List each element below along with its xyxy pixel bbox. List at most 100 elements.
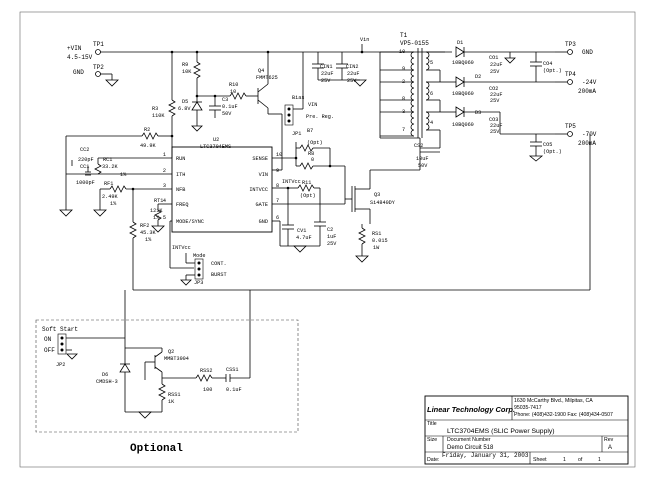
svg-text:of: of [578,457,583,463]
svg-text:(Opt.): (Opt.) [543,149,562,155]
svg-text:TP4: TP4 [565,71,576,78]
svg-text:1%: 1% [145,237,152,243]
svg-text:T1: T1 [400,32,408,39]
svg-text:Si4840DY: Si4840DY [370,200,396,206]
svg-text:0: 0 [311,157,314,163]
svg-text:RS1: RS1 [372,231,381,237]
svg-text:10: 10 [399,49,405,55]
gnd-input-label: GND [73,69,84,76]
svg-text:CO3: CO3 [489,117,498,123]
vin-range-label: 4.5-15V [67,54,93,61]
d2-diode: D2 10BQ060 [440,74,555,97]
svg-text:9: 9 [402,66,405,72]
svg-text:CIN1: CIN1 [320,64,332,70]
svg-text:2.49K: 2.49K [102,194,118,200]
optional-region [35,319,299,433]
drawing-title: LTC3704EMS (SLIC Power Supply) [447,428,555,435]
svg-text:4: 4 [430,120,433,126]
svg-text:CS2: CS2 [414,143,423,149]
svg-text:22uF: 22uF [321,71,333,77]
q3-mosfet: Q3 Si4840DY [344,166,420,224]
svg-text:(Opt): (Opt) [307,140,323,146]
ground-symbol [93,209,107,217]
svg-text:OFF: OFF [44,347,55,354]
ic-pin-number: 6 [276,215,279,221]
r3-resistor: R3 110K [152,50,176,158]
svg-text:25V: 25V [490,69,500,75]
company-name: Linear Technology Corp. [427,405,515,414]
svg-text:25V: 25V [327,241,337,247]
tp1-terminal [95,49,101,55]
co5-capacitor: CO5 (Opt.) [528,134,562,162]
svg-text:Document Number: Document Number [447,437,491,443]
document-number: Demo Circuit 518 [447,445,494,451]
svg-text:22uF: 22uF [490,62,502,68]
svg-text:0.1uF: 0.1uF [226,387,242,393]
svg-text:CIN2: CIN2 [346,64,358,70]
svg-text:CONT.: CONT. [211,261,227,267]
ground-symbol [105,79,119,87]
svg-text:CV1: CV1 [297,228,306,234]
svg-text:10BQ060: 10BQ060 [452,122,474,128]
svg-text:10K: 10K [182,69,192,75]
svg-text:JP1: JP1 [292,131,301,137]
svg-text:RC1: RC1 [103,157,112,163]
svg-text:Vin: Vin [360,37,369,43]
svg-text:Rev: Rev [604,437,614,443]
svg-text:25V: 25V [490,98,500,104]
svg-text:8: 8 [402,96,405,102]
ic-pin-label: GND [259,219,268,225]
svg-text:10: 10 [230,89,236,95]
svg-text:10BQ060: 10BQ060 [452,91,474,97]
svg-text:33.2K: 33.2K [102,164,118,170]
svg-text:1K: 1K [168,399,175,405]
svg-text:CO2: CO2 [489,86,498,92]
svg-text:1W: 1W [373,245,380,251]
svg-text:MMBT3904: MMBT3904 [164,356,189,362]
co1-capacitor: CO1 22uF 25V [489,52,516,75]
svg-text:100: 100 [203,387,212,393]
svg-text:22uF: 22uF [490,123,502,129]
svg-text:200mA: 200mA [578,140,596,147]
svg-text:D6: D6 [102,372,108,378]
q4-transistor: Q4 FMMT625 [256,50,282,115]
svg-text:D5: D5 [182,99,188,105]
svg-text:5: 5 [430,60,433,66]
intvcc-network: INTVcc R11 (Opt) CV1 4.7uF C2 1uF 25V [272,179,345,253]
svg-text:A: A [608,445,612,451]
svg-text:JP2: JP2 [56,362,65,368]
svg-text:R2: R2 [144,127,150,133]
svg-text:Q3: Q3 [374,192,380,198]
svg-text:R9: R9 [182,62,188,68]
ic-pin-number: 9 [276,168,279,174]
jp1-jumper: Bias VIN Pre. Reg. JP1 [272,52,334,171]
svg-text:CO1: CO1 [489,55,498,61]
svg-text:R3: R3 [152,106,158,112]
svg-text:CO4: CO4 [543,61,552,67]
svg-text:110K: 110K [152,113,165,119]
d3-diode: D3 10BQ060 [440,106,500,128]
ic-pin-number: 8 [276,183,279,189]
ground-symbol [151,225,165,233]
co2-capacitor: CO2 22uF 25V [489,86,502,104]
svg-text:TP5: TP5 [565,123,576,130]
svg-text:D2: D2 [475,74,481,80]
svg-text:RSS2: RSS2 [200,368,212,374]
optional-title: Optional [130,443,183,455]
svg-text:Date:: Date: [427,457,439,463]
ground-symbol [66,353,78,360]
svg-text:4.7uF: 4.7uF [296,235,312,241]
tp2-label: TP2 [93,64,104,71]
svg-text:1: 1 [563,457,566,463]
co4-capacitor: CO4 (Opt.) [530,52,562,82]
svg-text:3: 3 [402,109,405,115]
tp1-label: TP1 [93,41,104,48]
ic-pins: RUN1ITH2NFB3FREQ4MODE/SYNC5SENSE10VIN9IN… [163,152,282,225]
input-capacitors: Vin CIN1 22uF 25V CIN2 22uF 25V [312,37,369,87]
svg-text:1000pF: 1000pF [76,180,95,186]
svg-text:10BQ060: 10BQ060 [452,60,474,66]
svg-text:B7: B7 [307,128,313,134]
ic-pin-label: VIN [259,172,268,178]
svg-text:22uF: 22uF [347,71,359,77]
